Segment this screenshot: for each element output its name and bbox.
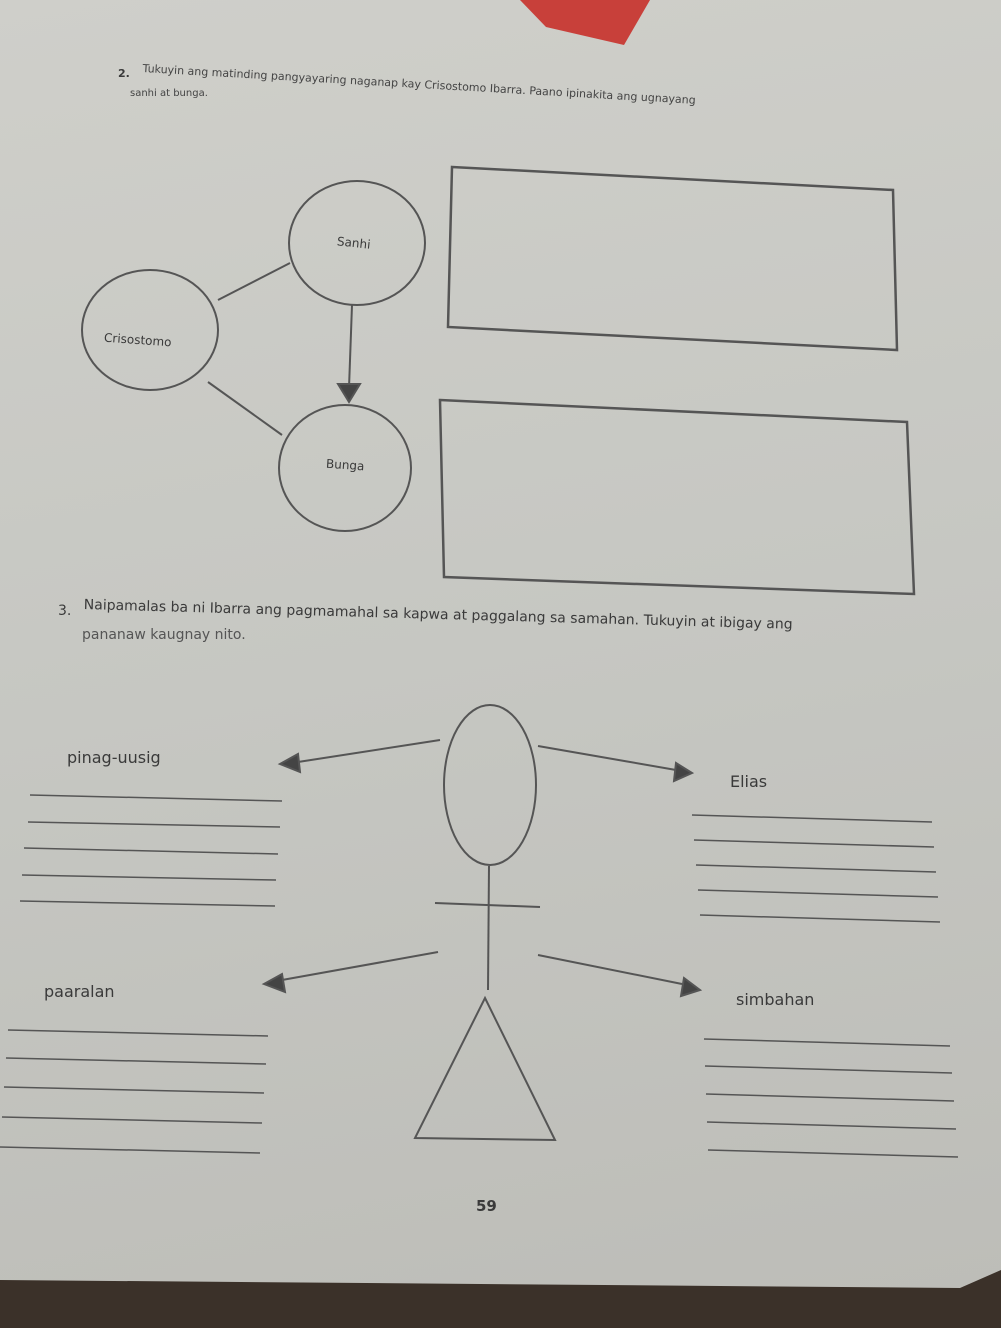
question-2-text-line2: sanhi at bunga.	[130, 88, 208, 99]
arrow-line	[348, 304, 353, 389]
label-paaralan: paaralan	[44, 982, 115, 1001]
answer-lines-bottom-left[interactable]	[0, 1029, 269, 1154]
arrow-down-icon	[336, 383, 362, 404]
arrow-line	[537, 745, 677, 771]
question-3-text-line2: pananaw kaugnay nito.	[82, 627, 246, 643]
figure-arms	[434, 902, 541, 908]
arrow-line	[297, 739, 441, 763]
answer-lines-bottom-right[interactable]	[703, 1038, 959, 1158]
sanhi-circle	[288, 180, 426, 306]
connector-line	[207, 381, 283, 436]
answer-lines-top-right[interactable]	[691, 814, 941, 923]
crisostomo-circle	[81, 269, 219, 391]
answer-lines-top-left[interactable]	[19, 794, 283, 907]
arrow-line	[281, 951, 439, 981]
figure-body	[487, 865, 490, 991]
arrow-line	[537, 954, 683, 985]
connector-line	[217, 262, 291, 301]
figure-skirt	[413, 995, 557, 1142]
bunga-circle	[278, 404, 412, 532]
answer-box-sanhi[interactable]	[446, 165, 899, 352]
arrow-left-icon	[277, 752, 302, 774]
arrow-right-icon	[672, 761, 695, 783]
answer-box-bunga[interactable]	[438, 398, 916, 596]
question-2-number: 2.	[118, 67, 130, 80]
arrow-left-icon	[261, 972, 287, 994]
bunga-label: Bunga	[325, 456, 365, 474]
figure-head	[443, 704, 537, 866]
question-3-number: 3.	[58, 603, 72, 619]
label-simbahan: simbahan	[736, 990, 815, 1009]
label-pinag-uusig: pinag-uusig	[67, 748, 161, 767]
label-elias: Elias	[730, 772, 768, 791]
worksheet-page	[0, 0, 1001, 1288]
page-number: 59	[476, 1197, 497, 1215]
arrow-right-icon	[679, 976, 703, 998]
